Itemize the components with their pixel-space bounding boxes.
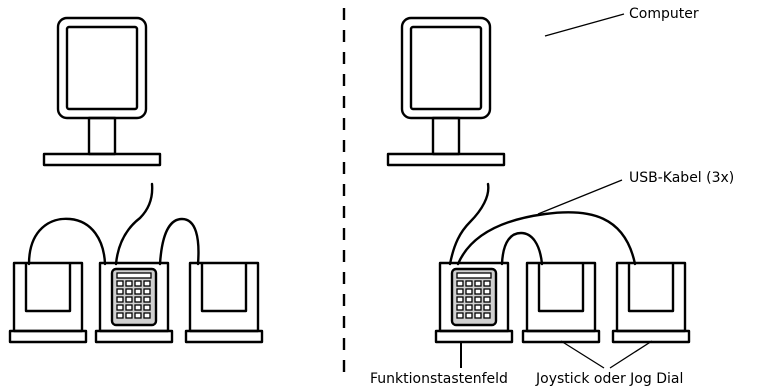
- left-function-keypad: [94, 261, 174, 344]
- computer-label: Computer: [629, 6, 699, 22]
- left-scene: [8, 16, 264, 344]
- joystick-leader-line-2: [609, 340, 653, 369]
- function-keypad-label: Funktionstastenfeld: [370, 371, 508, 387]
- right-scene: [386, 13, 691, 369]
- right-function-keypad: [434, 261, 514, 344]
- left-joystick-unit-2: [184, 261, 264, 344]
- left-usb-cable-2: [158, 217, 200, 266]
- right-usb-cable-computer: [448, 182, 490, 266]
- right-usb-cable-short: [500, 231, 544, 266]
- usb-cable-leader-line: [537, 179, 623, 215]
- left-joystick-unit-1: [8, 261, 88, 344]
- joystick-or-jog-dial-label: Joystick oder Jog Dial: [536, 371, 684, 387]
- left-usb-cable-1: [27, 217, 107, 266]
- right-computer-monitor: [386, 16, 506, 167]
- left-usb-cable-computer: [114, 182, 154, 266]
- right-joystick-unit-1: [521, 261, 601, 344]
- joystick-leader-line-1: [560, 340, 605, 369]
- right-joystick-unit-2: [611, 261, 691, 344]
- computer-leader-line: [544, 13, 625, 37]
- right-usb-cable-long: [456, 211, 637, 266]
- usb-cable-label: USB-Kabel (3x): [629, 170, 735, 186]
- left-computer-monitor: [42, 16, 162, 167]
